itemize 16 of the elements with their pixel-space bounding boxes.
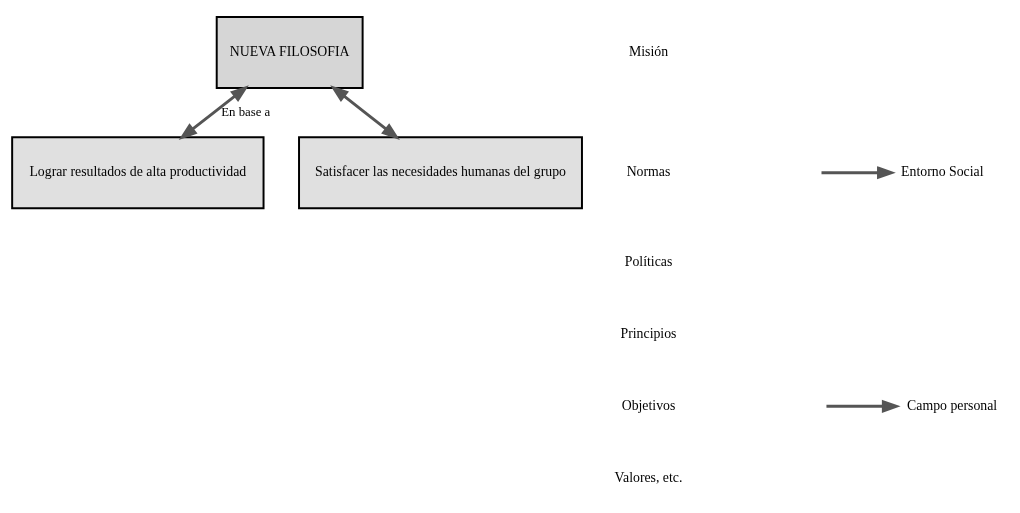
node-text: Campo personal (907, 397, 998, 413)
label: Principios (620, 326, 677, 342)
label: Misión (628, 44, 669, 60)
label: Objetivos (621, 397, 676, 413)
label: Normas (626, 164, 671, 180)
edge-label: En base a (221, 104, 271, 119)
arrow (826, 399, 901, 413)
arrow (821, 166, 896, 180)
label: Valores, etc. (614, 469, 683, 485)
arrow (178, 85, 249, 140)
node-box: Lograr resultados de alta productividad (11, 136, 265, 210)
node-box: NUEVA FILOSOFIA (215, 15, 364, 89)
node-text: Entorno Social (901, 164, 984, 180)
arrow (330, 85, 400, 140)
node-box: Satisfacer las necesidades humanas del grupo (298, 136, 583, 210)
label: Políticas (624, 254, 673, 270)
